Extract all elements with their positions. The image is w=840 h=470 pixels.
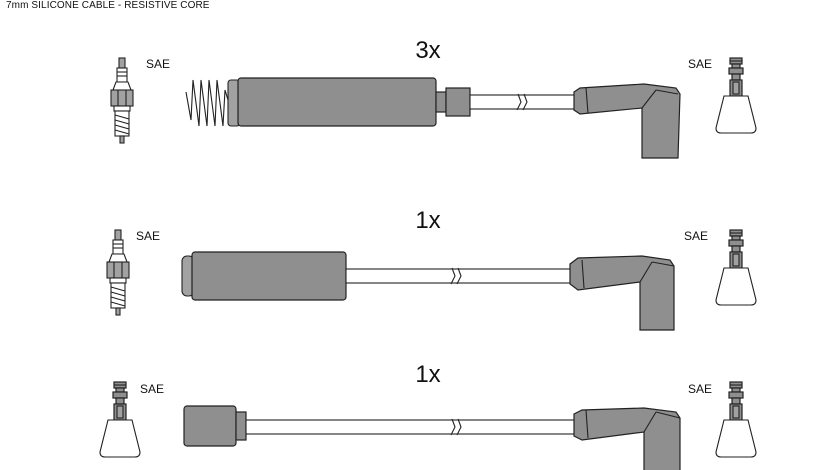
angled-boot	[573, 83, 681, 159]
straight-boot	[191, 251, 347, 301]
cable-break-mark	[516, 93, 528, 111]
straight-boot	[237, 77, 437, 127]
left-terminal-label: SAE	[146, 57, 170, 71]
quantity-label: 1x	[415, 361, 440, 388]
lead-row-3: 1x SAE SAE	[99, 361, 757, 470]
spark-plug-icon	[110, 57, 134, 144]
angled-boot	[569, 255, 675, 331]
sae-terminal-icon	[715, 229, 757, 306]
cable	[245, 419, 577, 435]
right-terminal-label: SAE	[688, 382, 712, 396]
angled-boot	[573, 407, 681, 470]
left-terminal-label: SAE	[140, 382, 164, 396]
cable	[469, 94, 583, 110]
cable-break-mark	[450, 418, 462, 436]
sae-terminal-icon	[715, 381, 757, 458]
straight-boot	[183, 405, 237, 447]
left-terminal-label: SAE	[136, 229, 160, 243]
diagram-title: 7mm SILICONE CABLE - RESISTIVE CORE	[6, 0, 210, 11]
quantity-label: 1x	[415, 207, 440, 234]
lead-row-1: 3x SAE SAE	[110, 37, 757, 159]
cable-break-mark	[450, 267, 462, 285]
lead-row-2: 1x SAE SAE	[106, 207, 757, 331]
sae-terminal-icon	[99, 381, 141, 458]
right-terminal-label: SAE	[684, 229, 708, 243]
spark-plug-icon	[106, 229, 130, 316]
spring-icon	[185, 79, 229, 127]
quantity-label: 3x	[415, 37, 440, 64]
sae-terminal-icon	[715, 57, 757, 134]
right-terminal-label: SAE	[688, 57, 712, 71]
